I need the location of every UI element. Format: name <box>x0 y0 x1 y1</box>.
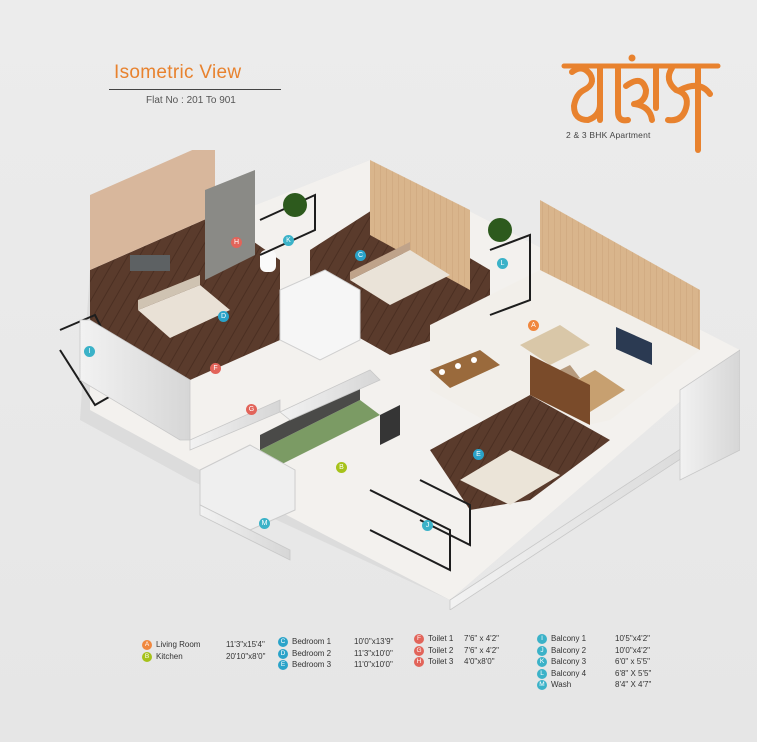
toilet-3-wc <box>260 250 276 272</box>
legend-room-size: 10'5"x4'2" <box>615 634 650 643</box>
plan-marker-c: C <box>355 250 366 261</box>
bedroom-3-bed <box>460 450 560 505</box>
legend-marker: M <box>537 680 547 690</box>
legend-room-name: Toilet 2 <box>428 645 454 655</box>
legend-room-size: 6'0" x 5'5" <box>615 657 650 666</box>
legend-room-name: Living Room <box>156 640 201 649</box>
legend-room-size: 4'0"x8'0" <box>464 657 495 666</box>
sofa <box>520 325 590 365</box>
flat-range: Flat No : 201 To 901 <box>146 95 236 106</box>
plan-marker-j: J <box>422 520 433 531</box>
plan-marker-l: L <box>497 258 508 269</box>
bedroom-2-wall <box>90 150 215 270</box>
kitchen-counter <box>260 400 380 465</box>
legend-room-name: Bedroom 2 <box>292 648 332 658</box>
brand-tagline: 2 & 3 BHK Apartment <box>566 130 651 140</box>
legend-room-name: Kitchen <box>156 651 183 661</box>
brand-logo <box>561 54 721 153</box>
page-title: Isometric View <box>114 62 242 83</box>
toilet-3-wall <box>205 170 255 280</box>
legend-marker: L <box>537 668 547 679</box>
legend-marker: H <box>414 657 424 667</box>
wall-art <box>130 255 170 271</box>
kitchen-top <box>260 385 360 450</box>
title-underline <box>109 89 281 90</box>
legend-room-name: Balcony 1 <box>551 634 587 643</box>
legend-marker: I <box>537 634 547 644</box>
legend-marker: J <box>537 645 547 656</box>
legend-room-name: Balcony 4 <box>551 668 587 678</box>
fridge <box>380 405 400 445</box>
legend-room-name: Balcony 3 <box>551 657 587 666</box>
plan-marker-b: B <box>336 462 347 473</box>
plan-marker-a: A <box>528 320 539 331</box>
plan-marker-g: G <box>246 404 257 415</box>
legend-marker: G <box>414 645 424 656</box>
legend-marker: F <box>414 634 424 644</box>
legend-marker: E <box>278 660 288 670</box>
bedroom-1-wall <box>370 160 470 290</box>
legend-room-size: 7'6" x 4'2" <box>464 634 499 643</box>
tv-unit <box>616 326 652 366</box>
plan-marker-f: F <box>210 363 221 374</box>
dining-table <box>430 350 500 388</box>
isometric-floor-plan <box>59 150 740 610</box>
legend-marker: A <box>142 640 152 650</box>
legend-room-size: 20'10"x8'0" <box>226 651 266 661</box>
living-room-wall <box>540 200 700 350</box>
toilet-1-cubicle <box>279 269 361 361</box>
legend-marker: K <box>537 657 547 667</box>
plan-marker-i: I <box>84 346 95 357</box>
legend-room-name: Toilet 1 <box>428 634 454 643</box>
legend-room-name: Wash <box>551 680 572 689</box>
legend-room-size: 11'3"x10'0" <box>354 648 393 658</box>
plan-marker-e: E <box>473 449 484 460</box>
bedroom-2-bed <box>138 285 230 338</box>
plan-marker-k: K <box>283 235 294 246</box>
plan-marker-d: D <box>218 311 229 322</box>
legend-room-size: 11'0"x10'0" <box>354 660 393 669</box>
legend-room-size: 11'3"x15'4" <box>226 640 265 649</box>
legend-room-size: 8'4" X 4'7" <box>615 680 652 689</box>
bedroom-3-wardrobe <box>530 355 590 425</box>
plan-marker-h: H <box>231 237 242 248</box>
plan-marker-m: M <box>259 518 270 529</box>
legend-room-name: Toilet 3 <box>428 657 454 666</box>
bedroom-1-bed <box>350 250 450 305</box>
legend-room-name: Bedroom 3 <box>292 660 332 669</box>
legend-marker: B <box>142 651 152 662</box>
legend-room-size: 10'0"x4'2" <box>615 645 650 655</box>
plants <box>283 193 512 242</box>
legend-room-size: 10'0"x13'9" <box>354 637 394 646</box>
legend-marker: D <box>278 648 288 659</box>
legend-room-name: Balcony 2 <box>551 645 587 655</box>
legend-marker: C <box>278 637 288 647</box>
legend-room-size: 6'8" X 5'5" <box>615 668 652 678</box>
outer-walls <box>79 319 740 610</box>
legend-room-name: Bedroom 1 <box>292 637 332 646</box>
legend-room-size: 7'6" x 4'2" <box>464 645 499 655</box>
